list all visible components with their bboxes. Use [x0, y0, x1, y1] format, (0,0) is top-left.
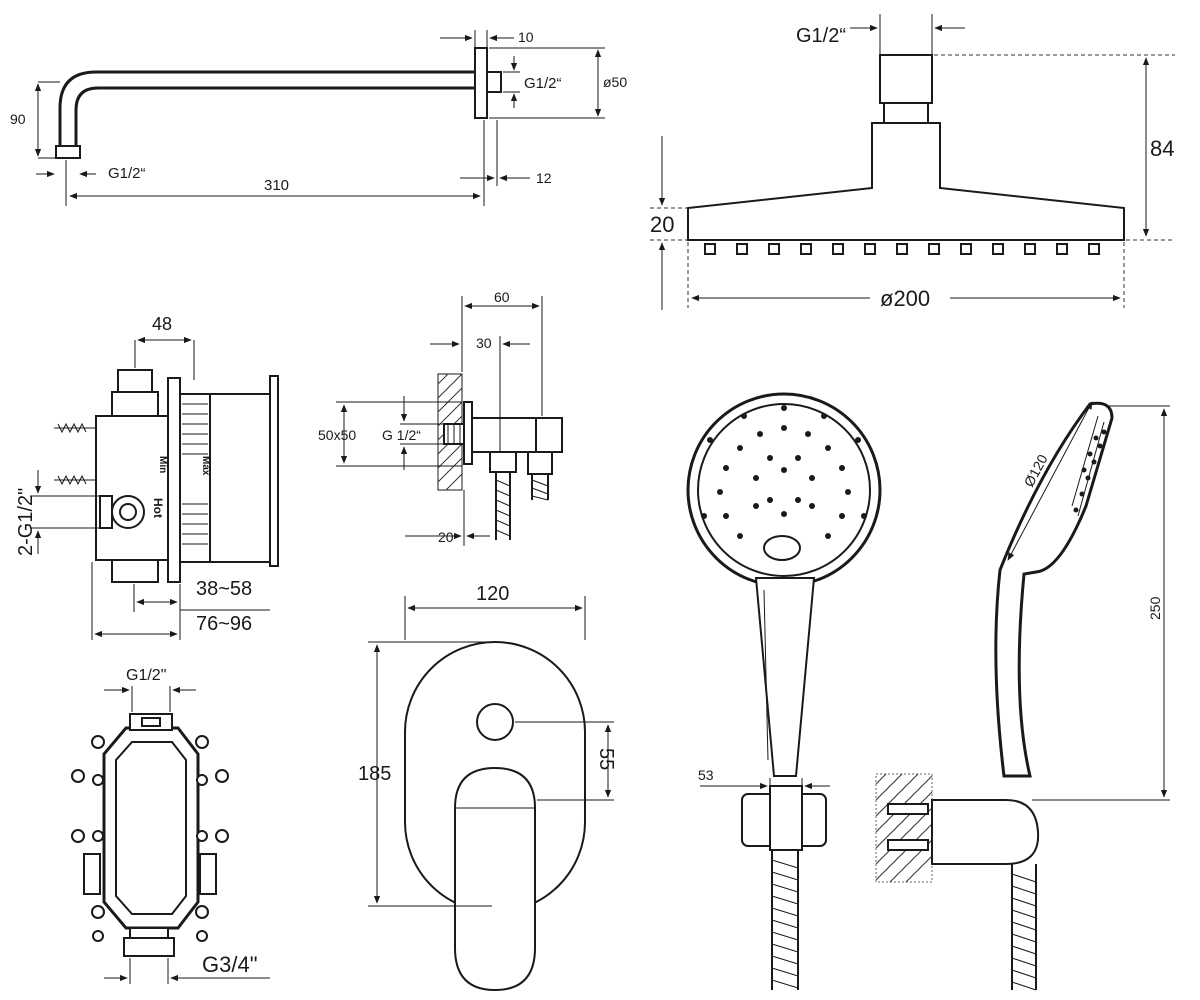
- hand-shower-front-view: 53: [686, 392, 882, 990]
- valve-38-58-label: 38~58: [196, 578, 252, 600]
- elbow-30-label: 30: [476, 335, 492, 351]
- elbow-50x50-label: 50x50: [318, 427, 356, 443]
- nozzle-row: [704, 243, 1100, 255]
- cover-plate-view: 120 185 55: [358, 583, 617, 992]
- valve-48-label: 48: [152, 314, 172, 334]
- arm-12-label: 12: [536, 170, 552, 186]
- valve-max-label: Max: [200, 456, 211, 476]
- valve-hot-label: Hot: [151, 498, 165, 518]
- arm-flange-thread-label: G1/2“: [524, 75, 562, 92]
- elbow-thread-label: G 1/2“: [382, 427, 421, 443]
- valve-min-label: Min: [157, 456, 168, 473]
- arm-310-label: 310: [264, 177, 289, 194]
- hand-250-label: 250: [1147, 596, 1163, 620]
- arm-dia50-label: ø50: [603, 74, 627, 90]
- arm-10-label: 10: [518, 29, 534, 45]
- valve-76-96-label: 76~96: [196, 613, 252, 635]
- elbow-60-label: 60: [494, 289, 510, 305]
- mounting-lugs: [71, 735, 229, 942]
- head-20-label: 20: [650, 212, 674, 237]
- mounting-box-view: G1/2" G3/4": [71, 667, 270, 984]
- head-84-label: 84: [1150, 136, 1174, 161]
- valve-inlet-label: 2-G1/2": [15, 488, 37, 556]
- spray-holes: [701, 405, 867, 539]
- shower-head-view: G1/2“ 84 20 ø200: [650, 14, 1175, 311]
- plate-120-label: 120: [476, 583, 509, 605]
- head-dia200-label: ø200: [880, 286, 930, 311]
- wall-elbow-view: 60 30 50x50 G 1/2“ 20: [318, 289, 563, 546]
- shower-arm-view: 90 310 G1/2“ 10 ø50 G1/2“ 12: [10, 29, 627, 206]
- head-thread-label: G1/2“: [796, 25, 846, 47]
- plate-185-label: 185: [358, 763, 391, 785]
- box-bottom-thread-label: G3/4": [202, 952, 258, 977]
- box-top-thread-label: G1/2": [126, 667, 166, 684]
- hand-shower-side-view: Ø120 250: [875, 401, 1170, 991]
- plate-55-label: 55: [595, 748, 617, 770]
- valve-side-view: Min Max Hot 48 2-G1/2" 38~58 76~96: [15, 314, 279, 640]
- arm-thread-label: G1/2“: [108, 165, 146, 182]
- arm-90-label: 90: [10, 111, 26, 127]
- elbow-20-label: 20: [438, 529, 454, 545]
- hand-53-label: 53: [698, 767, 714, 783]
